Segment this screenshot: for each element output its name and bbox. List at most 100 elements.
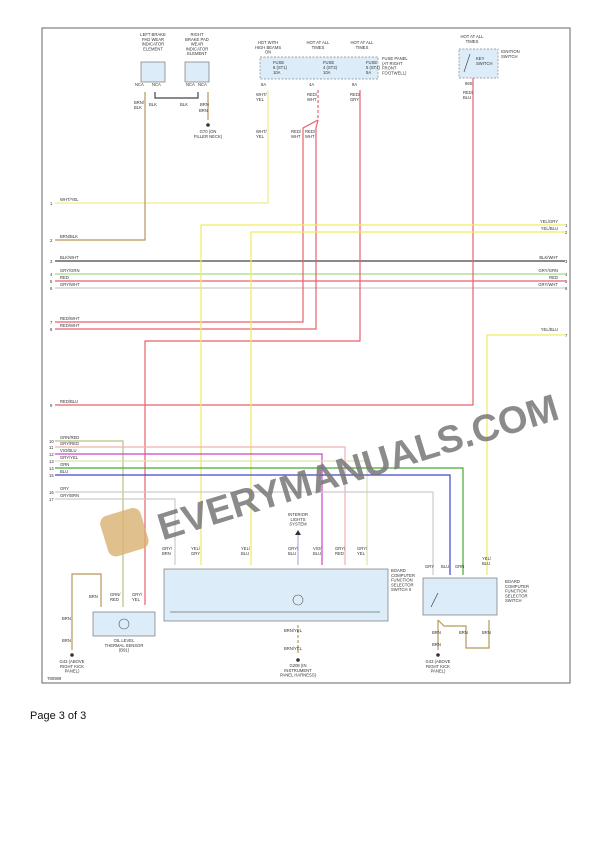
label-line: FOOTWELL) xyxy=(382,70,407,75)
label-line: GRY xyxy=(350,97,359,102)
label: GRY/GRN xyxy=(539,268,558,273)
label-line: GRN/ xyxy=(110,592,121,597)
label-line: SYSTEM xyxy=(289,522,307,527)
label-line: HIGH BEAMS xyxy=(255,45,281,50)
label: 8A xyxy=(352,82,357,87)
label: BLK/WHT xyxy=(539,255,558,260)
label-line: SELECTOR xyxy=(505,593,528,598)
label: 4 xyxy=(50,272,53,277)
label: RED xyxy=(60,275,69,280)
label: 16 xyxy=(49,490,54,495)
label: 4 xyxy=(565,272,568,277)
label-line: G70 (ON xyxy=(200,129,217,134)
wire-vio-blu xyxy=(55,453,323,565)
label: RED/WHT xyxy=(60,316,80,321)
wire-gry-yel xyxy=(55,460,368,565)
label-line: LEFT BRAKE xyxy=(140,32,166,37)
label: 2 xyxy=(50,238,53,243)
label-line: BRN xyxy=(162,551,171,556)
label-line: RIGHT xyxy=(190,32,203,37)
label-line: GRY/ xyxy=(357,546,368,551)
wires xyxy=(55,78,565,655)
label-line: BLU xyxy=(288,551,296,556)
label-line: RIGHT KICK xyxy=(426,664,450,669)
label: 8A xyxy=(261,82,266,87)
label-line: HOT AT ALL xyxy=(460,34,484,39)
label: 6 (ST1) xyxy=(273,65,288,70)
label: 7 xyxy=(565,333,568,338)
label: 6 xyxy=(565,286,568,291)
label: YEL/BLU xyxy=(241,546,251,556)
label: GRN/RED xyxy=(60,435,79,440)
label: RED/WHT xyxy=(307,92,318,102)
label: 10 xyxy=(49,439,54,444)
label-line: TIMES xyxy=(356,45,369,50)
label: BRN xyxy=(200,102,209,107)
label-line: YEL xyxy=(256,97,265,102)
label-line: RED/ xyxy=(463,90,474,95)
wire-yel-blu-7 xyxy=(486,334,565,575)
label: GRN/RED xyxy=(110,592,121,602)
wire-brn-blk xyxy=(55,92,146,241)
label: GRY/BRN xyxy=(162,546,173,556)
label-line: HOT WITH xyxy=(258,40,279,45)
label: BLK xyxy=(180,102,188,107)
label-line: KEY xyxy=(476,56,485,61)
label-line: GRY/ xyxy=(335,546,346,551)
label: RED/WHT xyxy=(291,129,302,139)
label-line: IGNITION xyxy=(501,49,520,54)
label: BRN/YEL xyxy=(284,646,303,651)
label: GRY/WHT xyxy=(60,282,80,287)
label: 3 xyxy=(50,259,53,264)
label-line: COMPUTER xyxy=(505,584,529,589)
label: RED/BLU xyxy=(463,90,474,100)
label: GRN xyxy=(60,462,69,467)
label: 17 xyxy=(49,497,54,502)
label-line: ELEMENT xyxy=(187,51,207,56)
label: YEL/BLU xyxy=(482,556,492,566)
label-line: COMPUTER xyxy=(391,573,415,578)
label-line: VIO/ xyxy=(313,546,322,551)
label-line: GRY/ xyxy=(162,546,173,551)
label-line: BLU xyxy=(463,95,471,100)
label: 5A xyxy=(366,70,371,75)
label: BRN xyxy=(89,594,98,599)
label: RED/WHT xyxy=(305,129,316,139)
label: 14 xyxy=(49,466,54,471)
wire-red-wht-8 xyxy=(55,119,319,330)
label-line: LIGHTS xyxy=(290,517,305,522)
label: BRN xyxy=(432,642,441,647)
label: GRY/YEL xyxy=(357,546,368,556)
label-line: BRN/ xyxy=(134,100,145,105)
label: BRN/BLK xyxy=(134,100,145,110)
label-line: YEL/ xyxy=(482,556,492,561)
label-line: WHT/ xyxy=(256,129,268,134)
label-line: SELECTOR xyxy=(391,582,414,587)
label-line: RED/ xyxy=(305,129,316,134)
label: NCA xyxy=(152,82,161,87)
label-line: SWITCH xyxy=(476,61,493,66)
label-line: YEL/ xyxy=(191,546,201,551)
wire-blu xyxy=(55,474,451,575)
label: WHT/YEL xyxy=(60,197,79,202)
label: FUSE xyxy=(323,60,334,65)
label: 1 xyxy=(565,223,568,228)
label-line: TIMES xyxy=(466,39,479,44)
label: 7 xyxy=(50,320,53,325)
wire-gry-brn xyxy=(55,498,176,565)
label-line: THERMAL SENSOR xyxy=(105,643,144,648)
